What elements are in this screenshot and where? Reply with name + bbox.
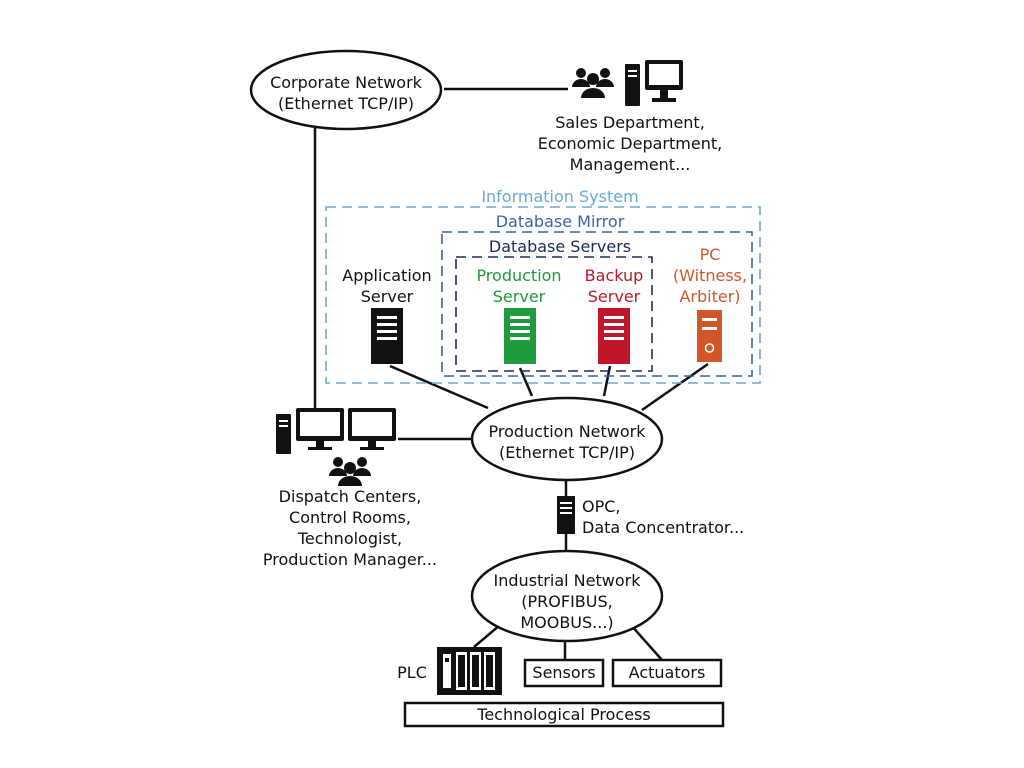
pc-witness-label: PC(Witness,Arbiter): [672, 245, 748, 306]
industrial-network-label: Industrial Network(PROFIBUS,MOOBUS...): [493, 571, 641, 632]
actuators-label: Actuators: [628, 663, 706, 682]
sensors-box: [523, 658, 605, 688]
actuators-box: [611, 658, 723, 688]
technological-process-box: [403, 701, 725, 728]
application-server-icon: [371, 308, 403, 364]
technological-process-label: Technological Process: [477, 705, 651, 724]
opc-label: OPC,Data Concentrator...: [582, 497, 745, 537]
appserver-to-production-line: [389, 364, 489, 410]
production-network-node: [470, 396, 664, 482]
pc-to-production-line: [641, 362, 709, 412]
industrial-to-plc-line: [473, 624, 501, 648]
prodserver-to-production-line: [518, 367, 534, 397]
corporate-network-node: [249, 49, 443, 131]
dispatch-desktop-computer-icon: [276, 408, 396, 454]
plc-label: PLC: [397, 663, 427, 682]
corporate-network-label: Corporate Network(Ethernet TCP/IP): [270, 73, 422, 113]
production-server-icon: [504, 308, 536, 364]
pc-tower-icon: [697, 310, 722, 362]
sales-label: Sales Department,Economic Department,Man…: [537, 113, 723, 174]
database-mirror-label: Database Mirror: [495, 212, 625, 231]
plc-rack-icon: [437, 647, 502, 695]
information-system-label: Information System: [481, 187, 639, 206]
database-servers-box: [455, 256, 653, 372]
information-system-box: [325, 206, 761, 384]
opc-server-icon: [557, 496, 575, 534]
backup-server-icon: [598, 308, 630, 364]
industrial-network-node: [470, 549, 664, 643]
dispatch-label: Dispatch Centers,Control Rooms,Technolog…: [262, 487, 438, 569]
dispatch-users-group-icon: [329, 457, 371, 486]
database-mirror-box: [441, 231, 753, 377]
industrial-to-actuators-line: [629, 623, 663, 661]
users-group-icon: [572, 68, 614, 98]
production-network-label: Production Network(Ethernet TCP/IP): [488, 422, 646, 462]
desktop-computer-icon: [625, 60, 683, 106]
sensors-label: Sensors: [532, 663, 596, 682]
database-servers-label: Database Servers: [488, 237, 632, 256]
